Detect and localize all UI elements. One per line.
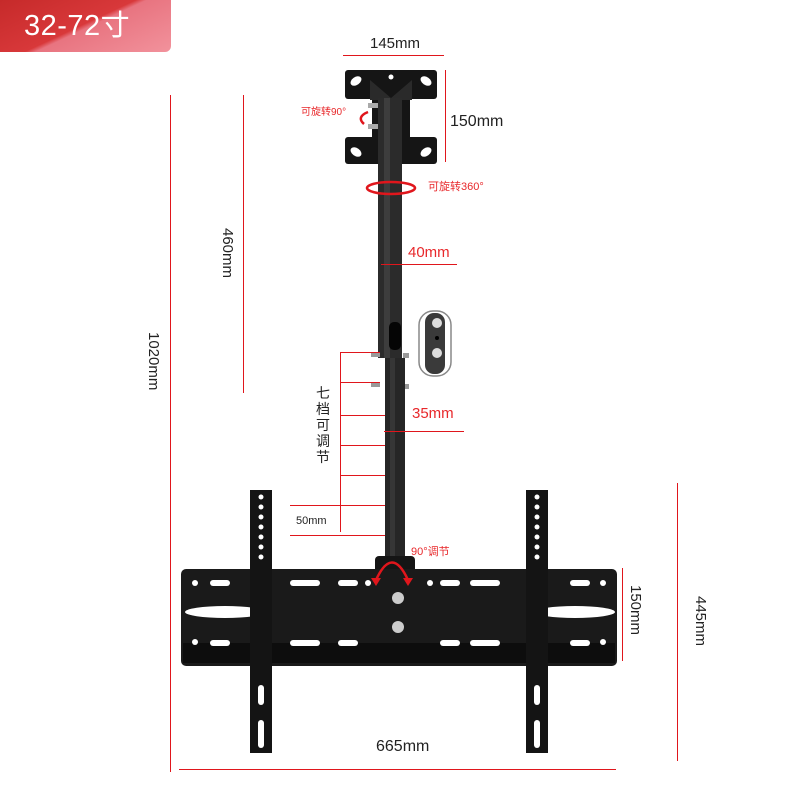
top-height-line: [445, 70, 446, 162]
step-tick: [340, 352, 380, 353]
pole-dia-line: [381, 264, 457, 265]
seven-levels-label: 七档可调节: [316, 385, 330, 465]
rotate-360-label: 可旋转360°: [428, 181, 484, 193]
step-tick: [340, 445, 385, 446]
top-height-label: 150mm: [450, 113, 504, 130]
inner-dia-line: [384, 431, 464, 432]
step-vertical: [340, 352, 341, 532]
bracket-width-line: [179, 769, 616, 770]
top-width-line: [343, 55, 444, 56]
inner-dia-label: 35mm: [412, 405, 454, 422]
total-length-label: 1020mm: [145, 332, 162, 391]
bolt-detail-inset: [418, 310, 452, 377]
rotate-90-label: 可旋转90°: [301, 107, 347, 118]
step-tick: [340, 475, 385, 476]
top-width-label: 145mm: [370, 35, 421, 52]
upper-length-line: [243, 95, 244, 393]
total-length-line: [170, 95, 171, 772]
pole-dia-label: 40mm: [408, 244, 450, 261]
bracket-width-label: 665mm: [376, 738, 430, 755]
upper-length-label: 460mm: [219, 228, 236, 279]
tilt-90-label: 90°调节: [411, 546, 450, 558]
arm-height-line: [677, 483, 678, 761]
step-tick: [340, 415, 385, 416]
arm-height-label: 445mm: [692, 596, 709, 647]
step-tick: [290, 505, 385, 506]
size-range-badge: 32-72寸: [0, 0, 171, 52]
bracket-height-line: [622, 568, 623, 661]
horizontal-bracket: [181, 569, 617, 666]
bracket-height-label: 150mm: [627, 585, 644, 636]
step-tick: [290, 535, 385, 536]
step-spacing-label: 50mm: [296, 515, 327, 527]
step-tick: [340, 382, 380, 383]
